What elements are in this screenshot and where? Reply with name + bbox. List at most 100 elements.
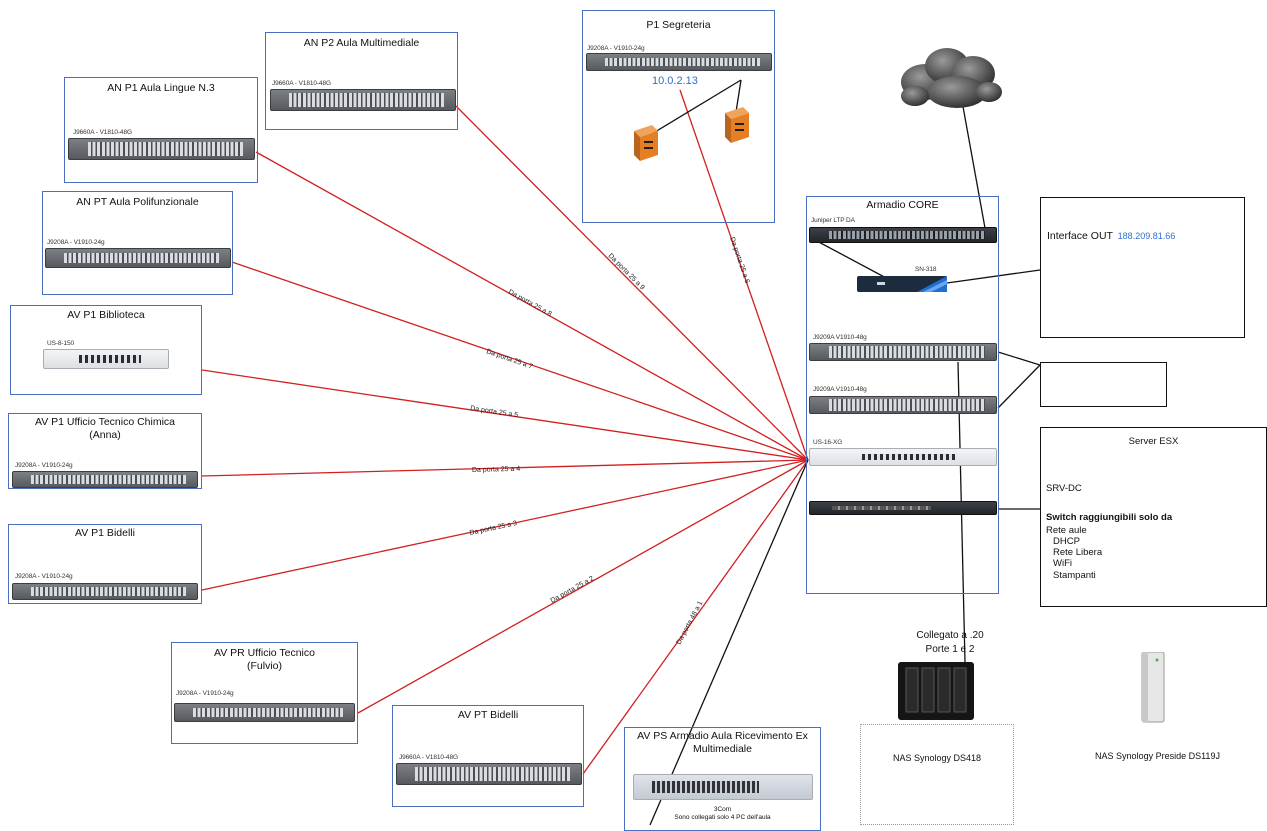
link-an-pt	[231, 261, 809, 461]
link-cloud-juniper	[959, 89, 986, 229]
link-segreteria-pc2	[735, 79, 742, 113]
server-esx-title: Server ESX	[1128, 436, 1179, 447]
switch-model-label: J9208A - V1910-24g	[47, 239, 105, 246]
link-juniper-firewall	[814, 239, 891, 281]
nas-preside-icon	[1141, 652, 1165, 723]
switch-heading: Switch raggiungibili solo da	[1046, 512, 1173, 523]
link-segreteria-pc1	[649, 79, 742, 136]
link-av-pt	[582, 459, 809, 775]
box-title: AV P1 Biblioteca	[67, 309, 145, 321]
box-title: Armadio CORE	[866, 199, 939, 211]
switch-24-port	[174, 703, 355, 722]
nas-ds418-note-1: Collegato a .20	[916, 630, 984, 641]
link-av-bidelli	[201, 459, 809, 591]
box-title: AV PT Bidelli	[457, 709, 519, 721]
nas-preside-label: NAS Synology Preside DS119J	[1095, 751, 1220, 761]
firewall-appliance	[857, 276, 947, 292]
cloud-icon	[901, 48, 1002, 108]
switch-24-port	[586, 53, 772, 71]
box-an-p2-multimediale: AN P2 Aula Multimediale J9660A - V1810-4…	[265, 32, 458, 130]
link-an-p1	[255, 151, 809, 461]
switch-model-label: J9208A - V1910-24g	[15, 573, 73, 580]
pc-icon	[634, 125, 658, 161]
box-title: AV PR Ufficio Tecnico (Fulvio)	[214, 647, 315, 672]
box-an-pt-polifunzionale: AN PT Aula Polifunzionale J9208A - V1910…	[42, 191, 233, 295]
box-title: AN P2 Aula Multimediale	[303, 37, 420, 49]
link-label-7: Da porta 25 a 7	[485, 348, 533, 370]
3com-label: 3Com	[713, 806, 732, 813]
switch-model-label: J9208A - V1910-24g	[176, 690, 234, 697]
ip-address-label: 10.0.2.13	[652, 75, 698, 87]
3com-note: Sono collegati solo 4 PC dell'aula	[674, 814, 771, 821]
dhcp-label: DHCP	[1053, 536, 1080, 547]
box-armadio-core: Armadio CORE Juniper LTP DA SN-318 J9209…	[806, 196, 999, 594]
link-label-6: Da porta 25 a 6	[728, 236, 750, 284]
box-title: AV P1 Bidelli	[75, 527, 135, 539]
nas-ds418-label: NAS Synology DS418	[892, 753, 982, 763]
box-an-p1-lingue: AN P1 Aula Lingue N.3 J9660A - V1810-48G	[64, 77, 258, 183]
link-sw1-box	[997, 351, 1042, 409]
link-av-pr	[357, 459, 809, 714]
interface-out-ip: 188.209.81.66	[1117, 231, 1176, 241]
ubiquiti-switch	[43, 349, 169, 369]
link-label-3: Da porta 25 a 3	[469, 520, 518, 537]
box-title: AN P1 Aula Lingue N.3	[107, 82, 215, 94]
switch-model-label: J9209A V1910-48g	[813, 334, 867, 341]
box-av-ps-ricevimento: AV PS Armadio Aula Ricevimento Ex Multim…	[624, 727, 821, 831]
switch-model-label: J9208A - V1910-24g	[587, 45, 645, 52]
box-unlabeled	[1040, 362, 1167, 407]
switch-model-label: US-16-XG	[813, 439, 843, 446]
box-av-pr-tecnico: AV PR Ufficio Tecnico (Fulvio) J9208A - …	[171, 642, 358, 744]
link-label-1: Da porta 48 a 1	[676, 600, 705, 646]
box-title: AV PS Armadio Aula Ricevimento Ex Multim…	[637, 730, 808, 755]
link-label-4: Da porta 25 a 4	[472, 466, 521, 474]
switch-model-label: J9208A - V1910-24g	[15, 462, 73, 469]
switch-48-port	[270, 89, 456, 111]
pc-icon	[725, 107, 749, 143]
wifi-label: WiFi	[1053, 558, 1072, 569]
switch-48-port	[68, 138, 255, 160]
box-av-p1-tecnico-chimica: AV P1 Ufficio Tecnico Chimica (Anna) J92…	[8, 413, 202, 489]
3com-switch	[633, 774, 813, 800]
core-switch-1	[809, 343, 997, 361]
switch-24-port	[45, 248, 231, 268]
rete-libera-label: Rete Libera	[1053, 547, 1103, 558]
core-switch-2	[809, 396, 997, 414]
switch-24-port	[12, 471, 198, 488]
box-interface-out: Interface OUT 188.209.81.66	[1040, 197, 1245, 338]
nas-ds418-icon	[898, 662, 974, 720]
box-server-esx: Server ESX SRV-DC Switch raggiungibili s…	[1040, 427, 1267, 607]
link-firewall-interface	[946, 269, 1041, 284]
link-p1-segreteria	[679, 89, 809, 461]
switch-model-label: J9660A - V1810-48G	[399, 754, 458, 761]
box-av-p1-bidelli: AV P1 Bidelli J9208A - V1910-24g	[8, 524, 202, 604]
switch-24-port	[12, 583, 198, 600]
box-title: AN PT Aula Polifunzionale	[76, 196, 199, 208]
box-av-pt-bidelli: AV PT Bidelli J9660A - V1810-48G	[392, 705, 584, 807]
juniper-model-label: Juniper LTP DA	[811, 217, 855, 224]
link-label-5: Da porta 25 a 5	[470, 405, 519, 419]
switch-model-label: J9209A V1910-48g	[813, 386, 867, 393]
switch-48-port	[396, 763, 582, 785]
server-esx-rack	[809, 501, 997, 515]
nas-ds418-note-2: Porte 1 e 2	[925, 644, 975, 655]
box-title: AV P1 Ufficio Tecnico Chimica (Anna)	[34, 416, 176, 441]
link-an-p2	[455, 105, 809, 461]
box-p1-segreteria: P1 Segreteria J9208A - V1910-24g 10.0.2.…	[582, 10, 775, 223]
link-label-9: Da porta 25 a 9	[607, 252, 646, 291]
box-nas-ds418: NAS Synology DS418	[860, 724, 1014, 825]
switch-model-label: J9660A - V1810-48G	[73, 129, 132, 136]
switch-model-label: J9660A - V1810-48G	[272, 80, 331, 87]
stampanti-label: Stampanti	[1053, 570, 1096, 581]
box-av-p1-biblioteca: AV P1 Biblioteca US-8-150	[10, 305, 202, 395]
link-av-ps	[649, 459, 809, 825]
ubiquiti-switch	[809, 448, 997, 466]
firewall-model-label: SN-318	[915, 266, 937, 273]
link-label-8: Da porta 25 a 8	[507, 289, 553, 319]
link-av-biblioteca	[201, 369, 809, 461]
juniper-switch	[809, 227, 997, 243]
link-av-chimica	[201, 459, 809, 477]
srv-dc-label: SRV-DC	[1046, 483, 1082, 494]
box-title: P1 Segreteria	[646, 19, 711, 31]
